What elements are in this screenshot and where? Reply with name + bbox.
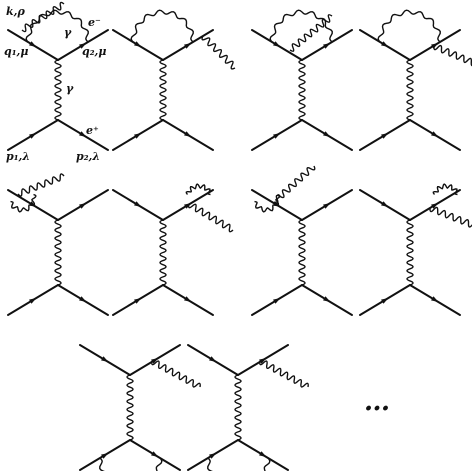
emitted-photon [151,360,201,388]
exchange-photon [298,59,306,121]
vertex-correction-photon [99,457,163,471]
diagram-10 [187,344,309,471]
diagram-8 [359,183,472,316]
label-photon-momentum: k,ρ [6,5,25,18]
fermion-arrow [79,131,87,138]
self-energy-photon [432,183,458,196]
fermion-arrow [431,42,439,49]
fermion-arrow [273,297,281,304]
emitted-photon [201,35,236,70]
fermion-arrow [29,41,37,48]
exchange-photon [54,59,62,121]
exchange-photon [126,374,134,441]
self-energy-photon [10,193,37,213]
fermion-arrow [29,132,37,139]
label-electron: e⁻ [88,16,101,29]
diagram-3 [251,9,353,151]
fermion-arrow [101,356,109,363]
self-energy-photon [254,193,281,213]
fermion-arrow [184,42,192,49]
label-photon-gamma-top: γ [64,26,72,39]
diagram-4 [359,9,472,151]
exchange-photon [159,219,167,286]
exchange-photon [159,59,167,121]
fermion-arrow [431,296,439,303]
fermion-arrow [151,357,159,364]
fermion-arrow [381,41,389,48]
diagram-6 [112,183,234,316]
vertex-correction-photon [207,457,271,471]
emitted-photon [21,1,65,33]
fermion-arrow [209,452,217,459]
fermion-arrow [151,451,159,458]
emitted-photon [259,360,309,388]
fermion-arrow [381,132,389,139]
fermion-arrow [184,296,192,303]
vertex-correction-photon [130,9,194,43]
fermion-arrow [209,356,217,363]
fermion-arrow [431,131,439,138]
ellipsis: … [364,387,390,417]
label-outgoing-1: p₁,λ [6,150,30,163]
exchange-photon [406,219,414,286]
fermion-arrow [29,297,37,304]
label-incoming-1: q₁,μ [4,45,28,58]
diagram-5 [7,173,109,316]
fermion-arrow [431,202,439,209]
vertex-correction-photon [377,9,441,43]
fermion-arrow [184,131,192,138]
emitted-photon [433,44,472,67]
fermion-arrow [323,42,331,49]
fermion-arrow [259,451,267,458]
fermion-arrow [134,41,142,48]
exchange-photon [234,374,242,441]
fermion-arrow [101,452,109,459]
label-outgoing-2: p₂,λ [76,150,100,163]
fermion-arrow [323,202,331,209]
label-incoming-2: q₂,μ [82,45,106,58]
fermion-arrow [323,131,331,138]
vertex-correction-photon [269,9,333,43]
fermion-arrow [273,132,281,139]
fermion-arrow [79,202,87,209]
exchange-photon [54,219,62,286]
fermion-arrow [79,296,87,303]
fermion-arrow [259,357,267,364]
fermion-arrow [381,297,389,304]
fermion-arrow [134,132,142,139]
diagram-1 [7,1,109,151]
emitted-photon [273,165,316,204]
fermion-arrow [381,201,389,208]
exchange-photon [298,219,306,286]
fermion-arrow [134,201,142,208]
self-energy-photon [185,183,211,196]
diagram-2 [112,9,236,151]
diagram-7 [251,165,353,316]
emitted-photon [187,203,234,233]
label-positron: e⁺ [86,124,99,137]
fermion-arrow [273,41,281,48]
fermion-arrow [79,42,87,49]
exchange-photon [406,59,414,121]
diagram-9 [79,344,201,471]
label-exchange-photon: γ [66,82,74,95]
fermion-arrow [134,297,142,304]
emitted-photon [289,14,333,52]
vertex-correction-photon [25,9,89,43]
emitted-photon [429,206,472,228]
emitted-photon [17,173,65,197]
fermion-arrow [323,296,331,303]
